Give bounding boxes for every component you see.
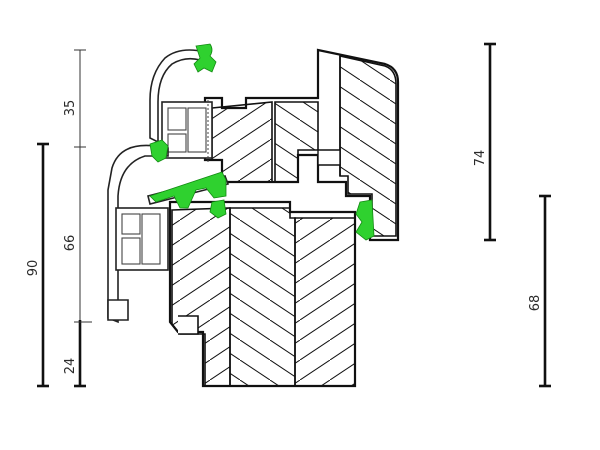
dim-label-90: 90	[26, 260, 41, 277]
seal-middle	[209, 199, 227, 219]
dim-label-74: 74	[473, 150, 488, 167]
lower-frame-core-right	[294, 217, 356, 387]
dim-label-68: 68	[528, 295, 543, 312]
seal-top	[193, 43, 217, 73]
dimension-labels: 35 66 90 24 74 68	[26, 100, 543, 375]
upper-sash-core-outer	[339, 55, 397, 237]
dim-label-35: 35	[63, 100, 78, 117]
gaskets	[149, 43, 375, 241]
upper-sash-wood	[203, 48, 400, 242]
lower-frame-core-left	[171, 207, 231, 387]
upper-sash-core-left	[274, 101, 319, 183]
dim-label-66: 66	[63, 235, 78, 252]
lower-frame-core-mid	[229, 207, 296, 387]
seal-glazing-strip	[149, 171, 227, 209]
dimension-lines	[37, 42, 551, 388]
dim-label-24: 24	[63, 358, 78, 375]
lower-frame-wood	[168, 200, 357, 388]
seal-upper-box	[149, 139, 169, 163]
seal-right	[355, 199, 375, 241]
